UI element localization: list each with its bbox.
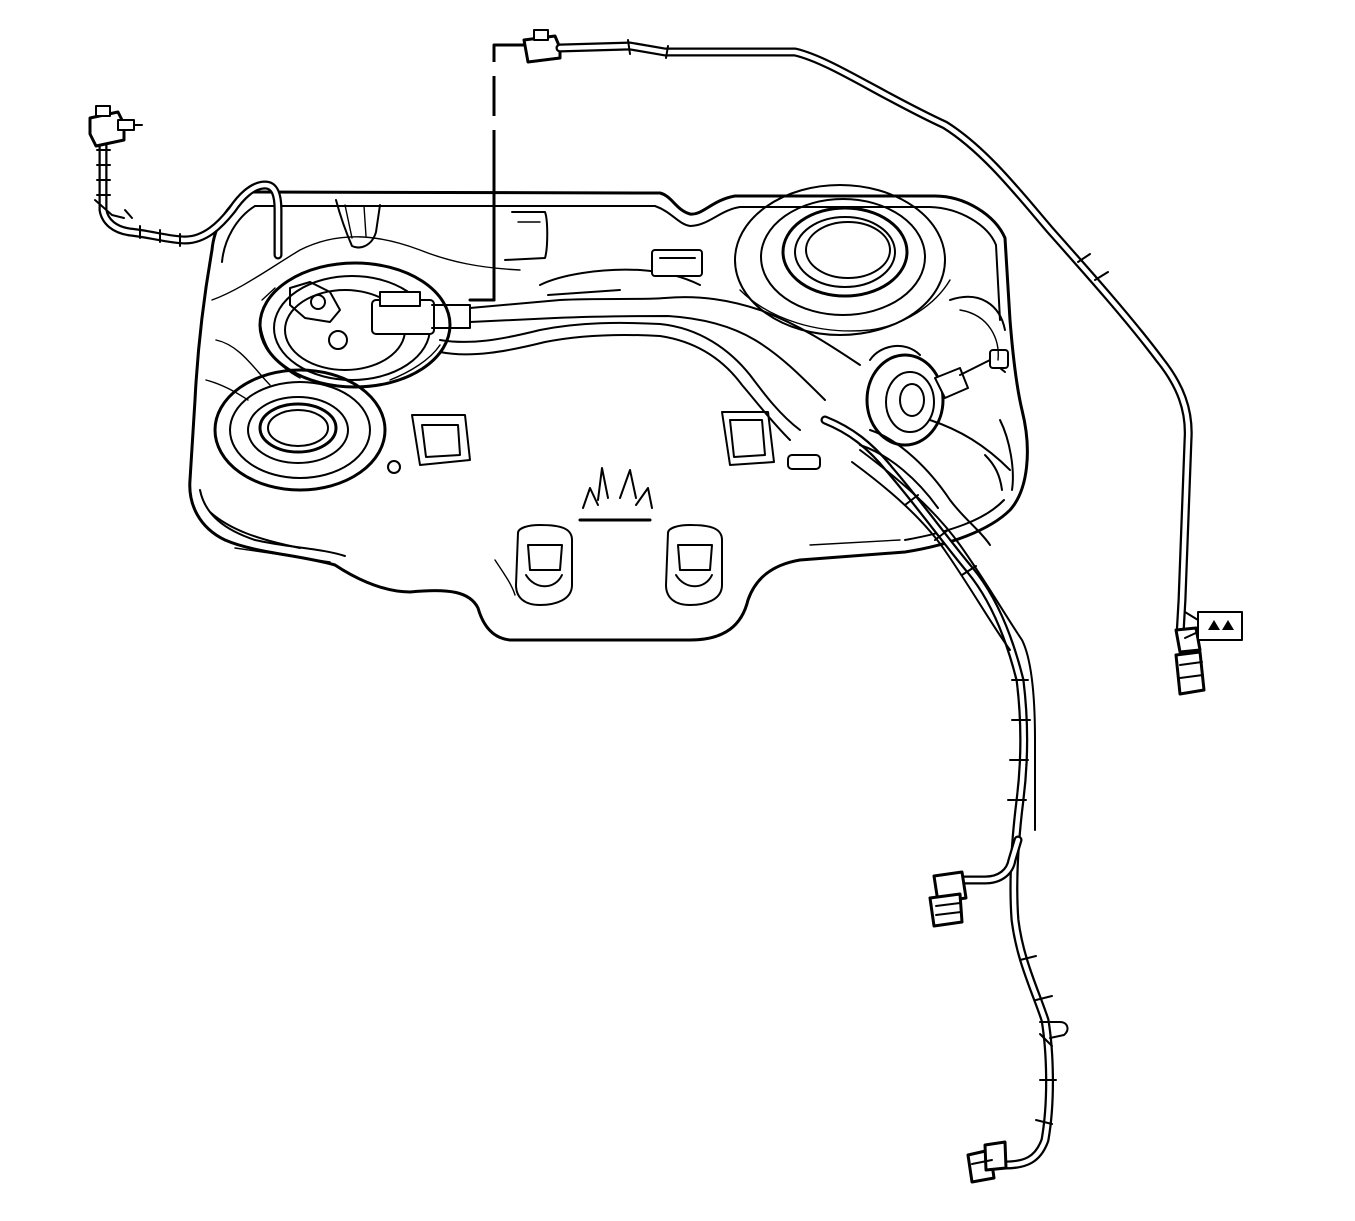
tank-mount-pads [411,411,821,470]
tank-strap-bracket [515,524,723,606]
filler-neck-port [734,184,951,336]
evap-vapor-line [865,295,1014,491]
tank-sender-port [213,368,401,492]
fuel-feed-line [439,249,861,441]
fuel-tank-harness [88,29,1243,1184]
fuel-tank [188,184,1029,642]
direction-marks [494,467,653,596]
fuel-pump-module [258,261,471,389]
